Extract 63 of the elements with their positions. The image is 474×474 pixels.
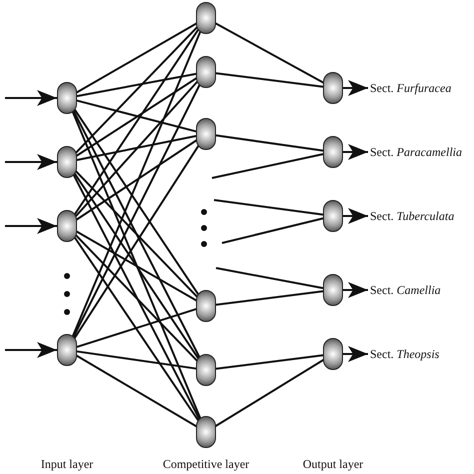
arrow [343, 80, 368, 96]
class-label: Sect. Camellia [370, 284, 441, 296]
connection-line [214, 22, 324, 84]
connection-line [216, 354, 324, 370]
connection-line [73, 144, 200, 340]
arrow [5, 342, 57, 358]
class-label: Sect. Furfuracea [370, 82, 452, 94]
connection-line [216, 267, 324, 290]
connection-line [76, 72, 196, 98]
connection-line [214, 358, 324, 428]
connection-line [76, 139, 198, 221]
connection-line [76, 354, 198, 428]
connection-line [76, 22, 198, 94]
neuron [196, 416, 216, 448]
neuron [57, 82, 77, 114]
arrow [5, 90, 57, 106]
neuron [57, 210, 77, 242]
arrow [5, 154, 57, 170]
neuron [57, 146, 77, 178]
connection-line [76, 350, 196, 370]
neuron [323, 200, 343, 232]
neuron [196, 56, 216, 88]
connection-line [216, 72, 324, 88]
arrow [343, 282, 368, 298]
connection-line [76, 308, 196, 348]
connection-line [72, 174, 201, 420]
connection-line [74, 170, 198, 298]
neuron [196, 354, 216, 386]
connection-line [76, 230, 198, 302]
layer-label: Output layer [302, 458, 364, 470]
connection-line [216, 290, 324, 306]
connection-line [76, 77, 198, 157]
neuron [323, 72, 343, 104]
connection-line [76, 100, 196, 132]
layer-label: Input layer [40, 458, 94, 470]
arrow [5, 218, 57, 234]
neuron [196, 118, 216, 150]
connection-line [74, 234, 198, 362]
neuron [323, 338, 343, 370]
connection-line [214, 199, 324, 216]
connection-line [216, 134, 324, 152]
connection-line [74, 26, 198, 154]
connection-line [222, 217, 324, 244]
connection-line [74, 236, 200, 422]
class-label: Sect. Theopsis [370, 348, 440, 360]
connection-line [72, 110, 201, 358]
neuron [196, 2, 216, 34]
connection-line [73, 108, 200, 296]
arrow [343, 144, 368, 160]
connection-line [73, 28, 200, 216]
neuron [323, 136, 343, 168]
neuron [323, 274, 343, 306]
neuron [196, 290, 216, 322]
connection-line [76, 135, 196, 161]
class-label: Sect. Paracamellia [370, 146, 462, 158]
class-label: Sect. Tuberculata [370, 210, 454, 222]
connection-line [72, 84, 201, 338]
arrow [343, 208, 368, 224]
neuron [57, 334, 77, 366]
arrow [343, 346, 368, 362]
connection-line [212, 153, 324, 179]
layer-label: Competitive layer [162, 458, 250, 470]
connection-line [73, 172, 200, 360]
